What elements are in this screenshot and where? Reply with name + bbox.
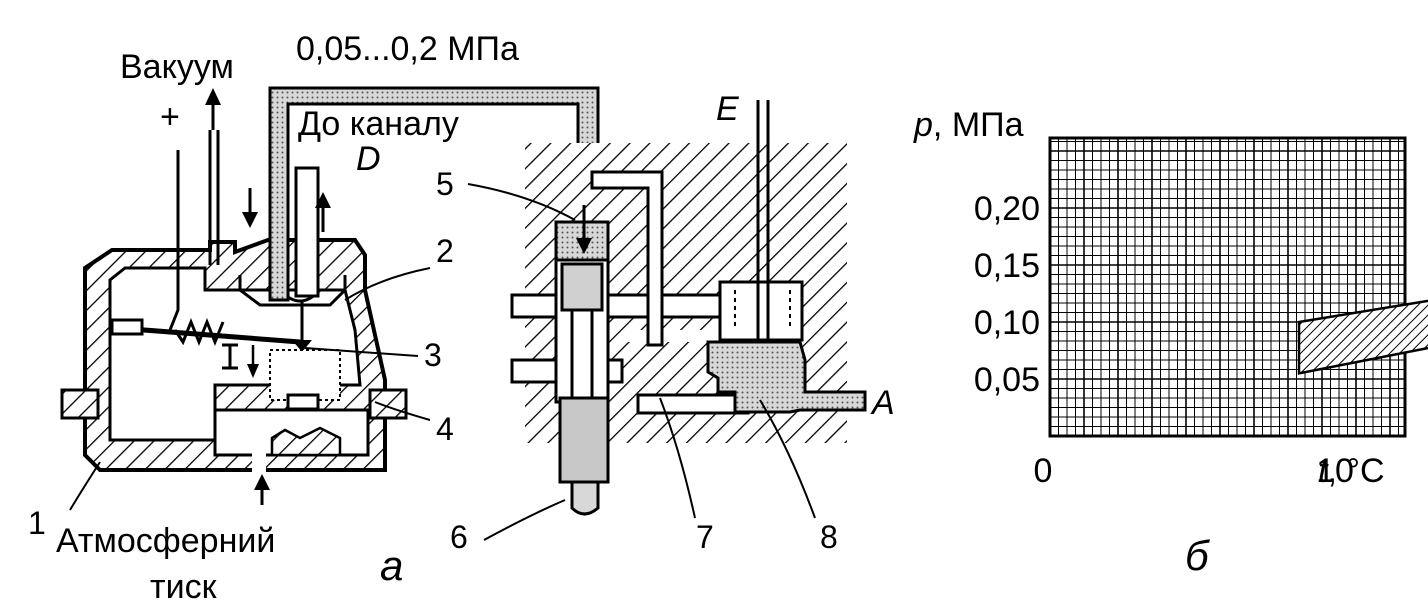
callout-3: 3 xyxy=(424,337,442,373)
callout-numbers: 1 2 3 4 5 6 7 8 xyxy=(28,166,838,555)
y-tick-labels: 0,05 0,10 0,15 0,20 xyxy=(974,190,1040,399)
y-tick-label: 0,05 xyxy=(974,361,1040,399)
x-tick-label: 10 xyxy=(1316,452,1354,490)
y-tick-label: 0,10 xyxy=(974,304,1040,342)
label-port-e: E xyxy=(716,90,739,128)
panel-letter-a: а xyxy=(380,542,403,589)
y-tick-label: 0,15 xyxy=(974,247,1040,285)
x-axis-unit: , °C xyxy=(1327,452,1384,490)
label-atmo-line2: тиск xyxy=(150,568,218,606)
x-axis-var: t xyxy=(1318,452,1329,490)
label-plus: + xyxy=(160,98,180,136)
panel-a-labels: Вакуум + 0,05...0,2 МПа До каналу D E A … xyxy=(56,30,895,606)
x-tick-label: 0 xyxy=(1034,452,1053,490)
label-pressure-range: 0,05...0,2 МПа xyxy=(296,30,519,68)
callout-5: 5 xyxy=(436,166,454,202)
flow-arrows-a xyxy=(205,88,331,505)
hydraulic-block xyxy=(510,100,867,516)
callout-7: 7 xyxy=(696,519,714,555)
callout-6: 6 xyxy=(450,519,468,555)
regulator-body xyxy=(60,130,408,474)
callout-8: 8 xyxy=(820,519,838,555)
label-atmo-line1: Атмосферний xyxy=(56,522,275,560)
callout-4: 4 xyxy=(436,411,454,447)
callout-leaders xyxy=(69,183,816,541)
chart-grid xyxy=(1049,138,1405,437)
pressure-band xyxy=(1297,299,1428,375)
y-axis-label: p, МПа xyxy=(913,106,1024,144)
label-port-a: A xyxy=(870,384,895,422)
pressure-temperature-chart: 0,050,100,150,20 010203040 p, МПа t, °C … xyxy=(913,106,1428,579)
y-tick-label: 0,20 xyxy=(974,190,1040,228)
y-axis-var: p xyxy=(913,106,933,144)
y-axis-unit: , МПа xyxy=(933,106,1024,144)
x-tick-labels: 010203040 xyxy=(1034,452,1354,490)
x-axis-label: t, °C xyxy=(1318,452,1385,490)
label-to-channel: До каналу xyxy=(298,105,459,143)
chart-frame xyxy=(1048,136,1407,438)
callout-2: 2 xyxy=(436,233,454,269)
panel-letter-b: б xyxy=(1185,532,1210,579)
label-port-d: D xyxy=(356,140,381,178)
label-vacuum: Вакуум xyxy=(120,48,234,86)
callout-1: 1 xyxy=(28,505,46,541)
